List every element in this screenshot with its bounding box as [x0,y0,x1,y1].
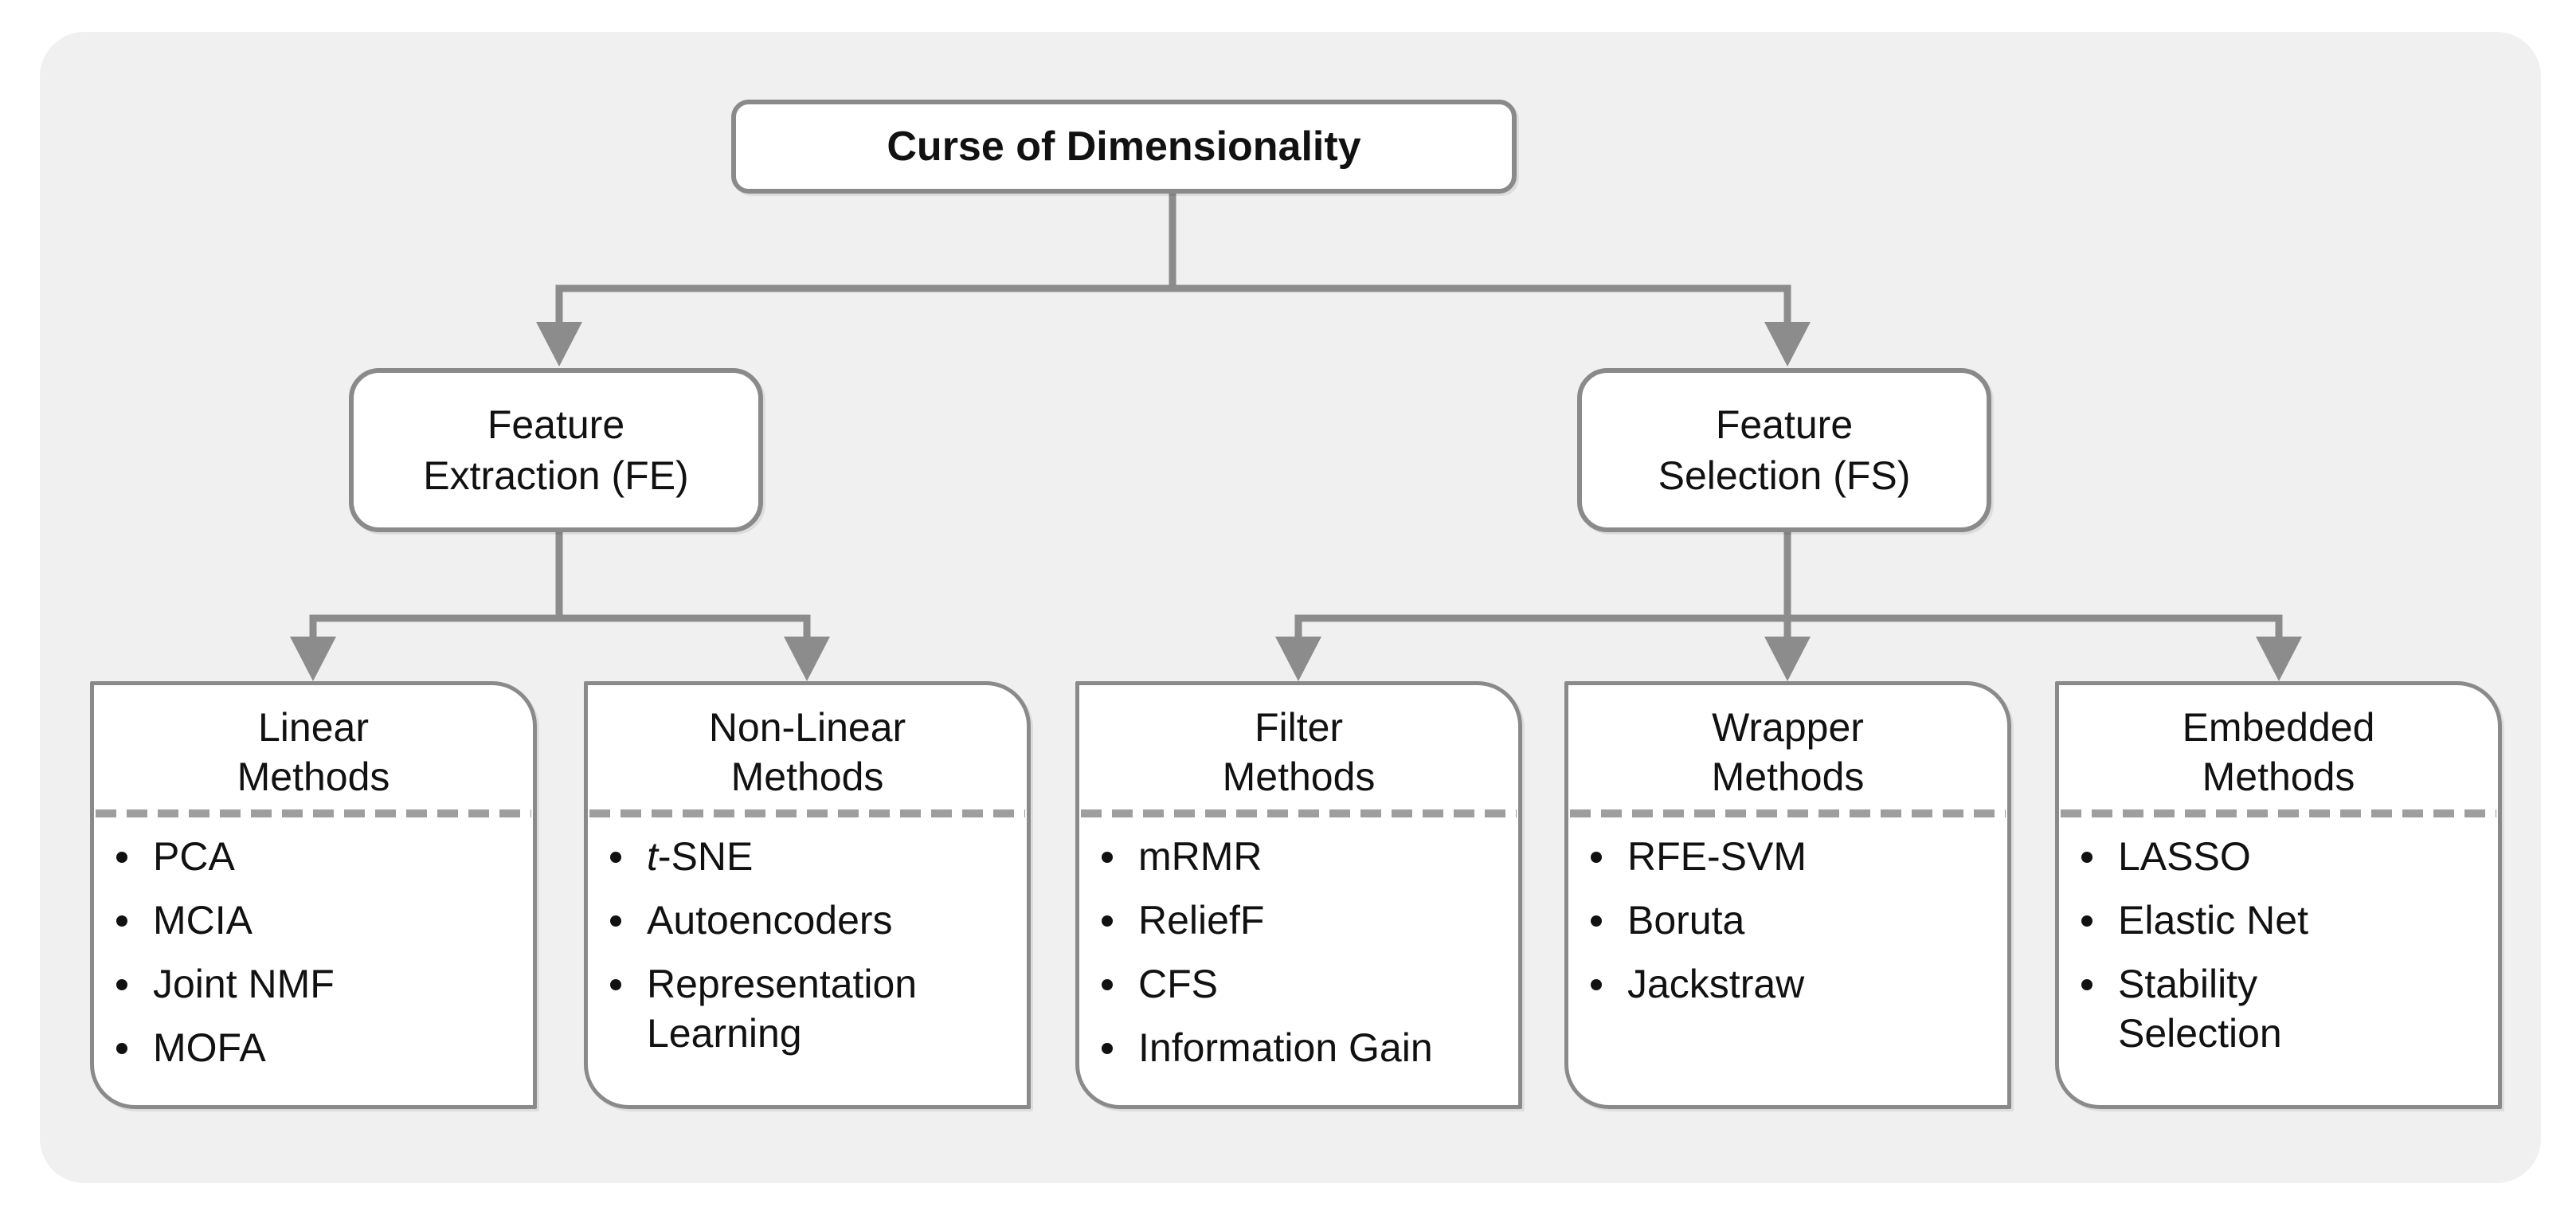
bullet-icon [1591,979,1602,990]
bullet-icon [610,852,621,863]
list-item: CFS [1102,959,1510,1009]
bullet-icon [610,979,621,990]
card-title-line: Embedded [2182,705,2375,750]
bullet-icon [116,852,127,863]
bullet-icon [1591,915,1602,927]
list-item: RFE-SVM [1591,832,1999,881]
dashed-divider [96,809,531,817]
card-title: Embedded Methods [2059,685,2498,809]
dashed-divider [1081,809,1517,817]
dashed-divider [2061,809,2496,817]
list-item: Boruta [1591,896,1999,945]
root-node-curse-of-dimensionality: Curse of Dimensionality [731,100,1517,194]
bullet-icon [116,979,127,990]
list-item: mRMR [1102,832,1510,881]
connector-line [309,614,811,645]
list-item: Elastic Net [2081,896,2490,945]
bullet-icon [1102,1043,1113,1054]
card-title-line: Methods [730,754,884,799]
arrowhead-icon [2256,637,2302,681]
bullet-icon [610,915,621,927]
card-wrapper-methods: Wrapper Methods RFE-SVM Boruta Jackstraw [1564,681,2011,1109]
arrowhead-icon [1764,637,1811,681]
branch-label-line: Extraction (FE) [423,453,689,498]
bullet-icon [1102,852,1113,863]
bullet-icon [116,1043,127,1054]
card-title-line: Methods [1711,754,1865,799]
branch-node-feature-extraction: Feature Extraction (FE) [349,368,763,532]
list-item: Joint NMF [116,959,525,1009]
card-filter-methods: Filter Methods mRMR ReliefF CFS Informat… [1075,681,1522,1109]
bullet-icon [2081,915,2093,927]
list-item: MOFA [116,1023,525,1072]
arrowhead-icon [1764,322,1811,366]
branch-label-line: Feature [487,402,625,447]
bullet-icon [116,915,127,927]
card-embedded-methods: Embedded Methods LASSO Elastic Net Stabi… [2055,681,2502,1109]
card-title: Filter Methods [1079,685,1518,809]
method-list: PCA MCIA Joint NMF MOFA [94,817,533,1072]
method-list: RFE-SVM Boruta Jackstraw [1568,817,2007,1009]
card-non-linear-methods: Non-Linear Methods t-SNE Autoencoders Re… [584,681,1031,1109]
branch-label-line: Feature [1715,402,1854,447]
card-title-line: Wrapper [1712,705,1864,750]
card-title-line: Methods [1222,754,1376,799]
list-item: ReliefF [1102,896,1510,945]
root-node-label: Curse of Dimensionality [887,123,1361,170]
card-linear-methods: Linear Methods PCA MCIA Joint NMF MOFA [90,681,537,1109]
arrowhead-icon [536,322,582,366]
card-title-line: Methods [2202,754,2355,799]
method-list: mRMR ReliefF CFS Information Gain [1079,817,1518,1072]
dashed-divider [1570,809,2006,817]
card-title-line: Linear [258,705,369,750]
bullet-icon [2081,852,2093,863]
list-item: Jackstraw [1591,959,1999,1009]
dashed-divider [589,809,1025,817]
card-title: Linear Methods [94,685,533,809]
bullet-icon [1102,915,1113,927]
arrowhead-icon [784,637,830,681]
bullet-icon [2081,979,2093,990]
branch-node-feature-selection: Feature Selection (FS) [1577,368,1991,532]
card-title-line: Methods [237,754,390,799]
list-item: Autoencoders [610,896,1019,945]
connector-line [555,284,1791,330]
arrowhead-icon [290,637,336,681]
connector-line [1294,614,2283,645]
bullet-icon [1102,979,1113,990]
card-title: Wrapper Methods [1568,685,2007,809]
list-item: Information Gain [1102,1023,1510,1072]
card-title-line: Filter [1254,705,1344,750]
card-title: Non-Linear Methods [588,685,1027,809]
list-item: PCA [116,832,525,881]
list-item: MCIA [116,896,525,945]
bullet-icon [1591,852,1602,863]
branch-label-line: Selection (FS) [1658,453,1911,498]
arrowhead-icon [1275,637,1321,681]
list-item: t-SNE [610,832,1019,881]
list-item: LASSO [2081,832,2490,881]
card-title-line: Non-Linear [708,705,906,750]
